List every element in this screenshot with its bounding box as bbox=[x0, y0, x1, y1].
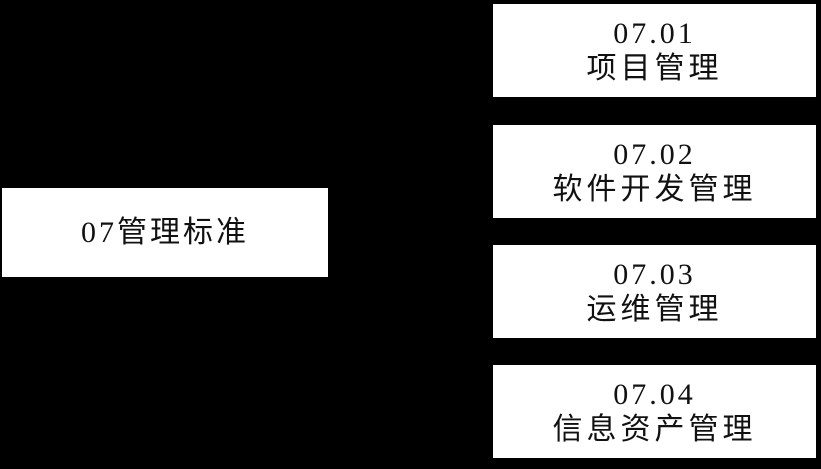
root-node-label: 07管理标准 bbox=[81, 215, 249, 249]
child-node-07-01: 07.01 项目管理 bbox=[493, 4, 816, 97]
child-node-code: 07.03 bbox=[613, 257, 696, 291]
child-node-code: 07.02 bbox=[613, 137, 696, 171]
child-node-label: 软件开发管理 bbox=[552, 172, 757, 206]
child-node-07-02: 07.02 软件开发管理 bbox=[493, 125, 816, 218]
child-node-code: 07.01 bbox=[613, 16, 696, 50]
child-node-label: 项目管理 bbox=[586, 51, 723, 85]
child-node-code: 07.04 bbox=[613, 377, 696, 411]
child-node-07-04: 07.04 信息资产管理 bbox=[493, 365, 816, 458]
root-node: 07管理标准 bbox=[2, 188, 328, 277]
child-node-07-03: 07.03 运维管理 bbox=[493, 245, 816, 338]
child-node-label: 信息资产管理 bbox=[552, 412, 757, 446]
child-node-label: 运维管理 bbox=[586, 292, 723, 326]
